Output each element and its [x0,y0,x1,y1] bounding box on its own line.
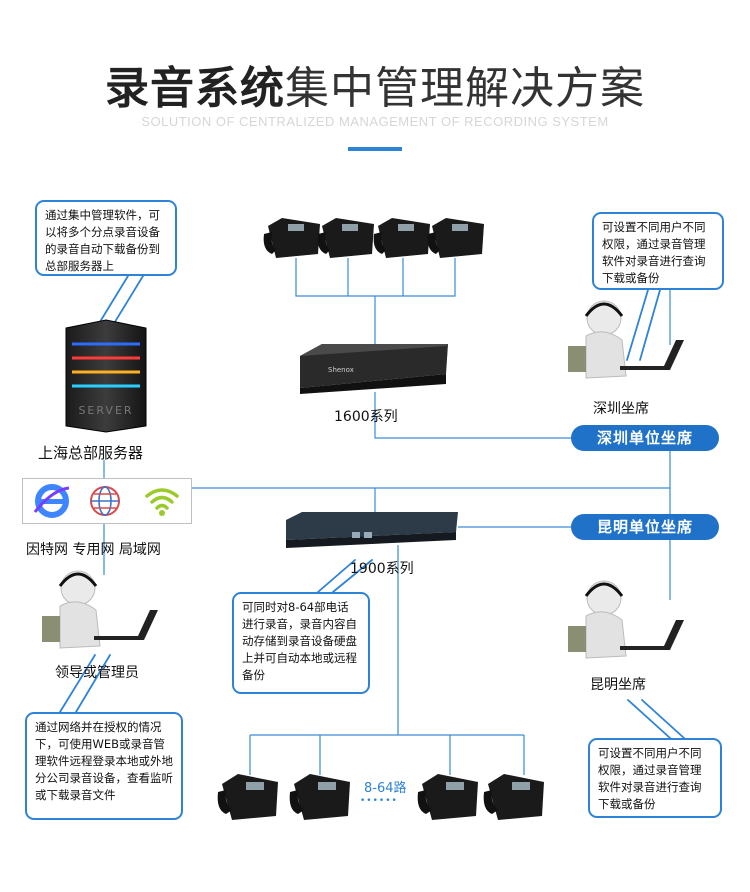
server-label: 上海总部服务器 [38,444,144,462]
kunming-operator-icon [568,580,684,659]
phone-icon [483,774,544,820]
top-phones [263,218,484,258]
title-underline [348,147,402,151]
page-title: 录音系统集中管理解决方案 [0,52,750,116]
shenzhen-operator-icon [568,300,684,379]
phone-icon [263,218,320,258]
brand-label: Shenox [328,366,354,374]
phone-icon [427,218,484,258]
phone-icon [289,774,350,820]
phone-icon [417,774,478,820]
server-sign: SERVER [78,404,133,417]
callout-shenzhen-seat: 可设置不同用户不同权限，通过录音管理软件对录音进行查询下载或备份 [592,212,724,290]
ie-icon [33,484,70,518]
kunming-seat-label: 昆明坐席 [590,677,646,693]
globe-icon [90,486,120,516]
kunming-unit-pill: 昆明单位坐席 [571,514,719,540]
manager-label: 领导或管理员 [55,665,139,681]
phone-icon [317,218,374,258]
title-bold: 录音系统 [105,63,285,114]
manager-operator-icon [42,570,158,649]
device-1600-label: 1600系列 [334,409,398,425]
recorder-1600-icon: Shenox [300,344,448,394]
lines-label: 8-64路 [364,781,407,796]
page-subtitle: SOLUTION OF CENTRALIZED MANAGEMENT OF RE… [141,114,609,129]
server-icon: SERVER [65,319,147,433]
title-light: 集中管理解决方案 [285,63,645,114]
network-labels: 因特网 专用网 局域网 [26,542,161,558]
shenzhen-seat-label: 深圳坐席 [593,401,649,417]
phone-icon [373,218,430,258]
callout-server: 通过集中管理软件，可以将多个分点录音设备的录音自动下载备份到总部服务器上 [35,200,177,276]
network-box [22,478,192,524]
callout-1900: 可同时对8-64部电话进行录音，录音内容自动存储到录音设备硬盘上并可自动本地或远… [232,592,370,694]
callout-manager: 通过网络并在授权的情况下，可使用WEB或录音管理软件远程登录本地或外地分公司录音… [25,712,183,820]
shenzhen-unit-pill: 深圳单位坐席 [571,425,719,451]
phone-icon [217,774,278,820]
wifi-icon [145,488,179,516]
bottom-phones [217,774,544,820]
dots-label: •••••• [360,796,398,806]
callout-kunming-seat: 可设置不同用户不同权限，通过录音管理软件对录音进行查询下载或备份 [588,738,722,818]
device-1900-label: 1900系列 [350,561,414,577]
recorder-1900-icon [286,512,458,548]
